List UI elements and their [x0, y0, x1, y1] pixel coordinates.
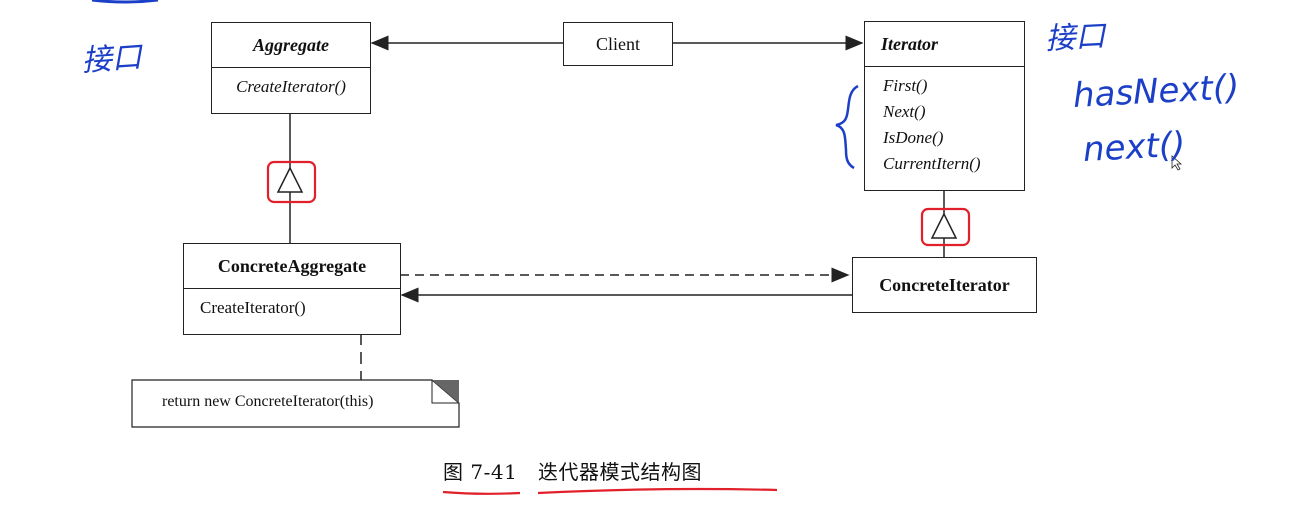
iterator-name: Iterator [865, 22, 1024, 67]
note-fold-corner [432, 380, 459, 403]
blue-brace [835, 84, 859, 170]
concrete-aggregate-method: CreateIterator() [200, 298, 306, 317]
iterator-method-first: First() [883, 76, 928, 95]
iterator-method-currentitem: CurrentItern() [883, 154, 981, 173]
red-circle-aggregate-triangle [266, 160, 317, 204]
note-fold-edge [431, 380, 459, 404]
handwritten-interface-right: 接口 [1044, 18, 1107, 57]
handwritten-interface-left: 接口 [80, 39, 143, 79]
iterator-method-next: Next() [883, 102, 926, 121]
aggregate-name: Aggregate [212, 23, 370, 68]
iterator-method-isdone: IsDone() [883, 128, 944, 147]
handwritten-next: next() [1082, 124, 1187, 170]
cursor-icon [1171, 155, 1183, 171]
blue-top-bar [91, 0, 159, 4]
red-circle-iterator-triangle [920, 207, 971, 247]
client-name: Client [596, 34, 640, 54]
caption-label: 图 7-41 [443, 460, 518, 484]
note-box [131, 379, 460, 428]
note-text: return new ConcreteIterator(this) [162, 393, 374, 410]
concrete-aggregate-name: ConcreteAggregate [184, 244, 400, 289]
caption-title: 迭代器模式结构图 [538, 460, 702, 484]
red-underline-caption-title [537, 487, 778, 495]
red-underline-caption-number [442, 490, 521, 495]
client-class: Client [563, 22, 673, 66]
aggregate-class: Aggregate CreateIterator() [211, 22, 371, 114]
iterator-inheritance-triangle [930, 212, 958, 239]
aggregate-method: CreateIterator() [236, 77, 346, 96]
iterator-class: Iterator First() Next() IsDone() Current… [864, 21, 1025, 191]
concrete-iterator-class: ConcreteIterator [852, 257, 1037, 313]
aggregate-inheritance-triangle [276, 166, 304, 193]
concrete-aggregate-class: ConcreteAggregate CreateIterator() [183, 243, 401, 335]
concrete-iterator-name: ConcreteIterator [879, 275, 1010, 295]
